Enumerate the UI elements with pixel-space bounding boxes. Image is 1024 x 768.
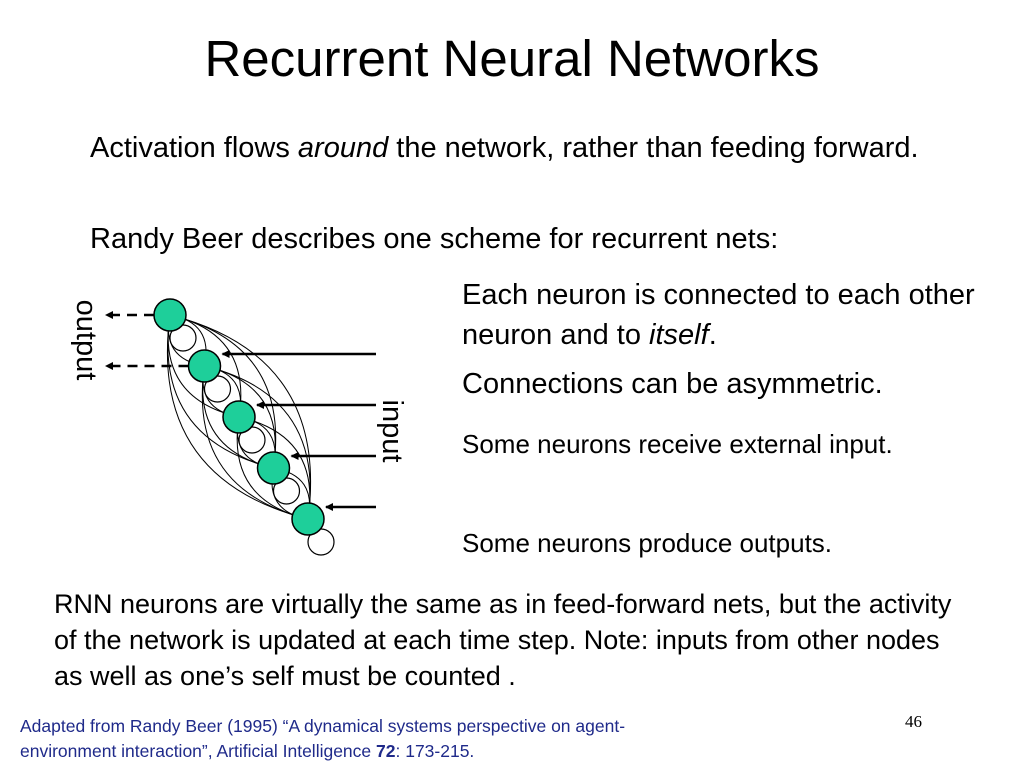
neurons (153, 298, 325, 536)
page-number: 46 (905, 712, 922, 731)
connection-arc (166, 314, 309, 520)
intro-paragraph: Activation flows around the network, rat… (90, 128, 970, 168)
recurrent-connections (166, 314, 312, 520)
neuron-node (291, 502, 325, 536)
intro-emphasis: around (297, 132, 389, 164)
neuron-node (222, 400, 256, 434)
output-arrows (105, 311, 189, 370)
rnn-diagram (105, 298, 376, 556)
point-external-input: Some neurons receive external input. (462, 429, 893, 459)
input-arrows (221, 350, 376, 511)
input-label: input (376, 399, 408, 463)
citation-text: Adapted from Randy Beer (1995) “A dynami… (20, 716, 626, 761)
itself-emphasis: itself (649, 319, 709, 351)
point-full-connectivity-text: Each neuron is connected to each other n… (462, 279, 975, 351)
connection-arc (204, 365, 311, 520)
citation-pages: : 173-215. (395, 741, 475, 761)
neuron-node (256, 451, 291, 485)
neuron-node (187, 349, 222, 383)
intro-text-end: the network, rather than feeding forward… (388, 132, 919, 164)
output-label: output (70, 299, 102, 381)
citation-footer: Adapted from Randy Beer (1995) “A dynami… (20, 714, 720, 764)
point-full-connectivity: Each neuron is connected to each other n… (462, 275, 982, 355)
self-connections (169, 324, 335, 556)
intro-scheme-line: Randy Beer describes one scheme for recu… (90, 223, 779, 255)
point-asymmetric: Connections can be asymmetric. (462, 368, 883, 400)
slide-title: Recurrent Neural Networks (204, 30, 820, 87)
point-full-connectivity-end: . (708, 319, 717, 351)
intro-text-start: Activation flows (90, 132, 298, 164)
connection-arc (169, 314, 312, 520)
citation-volume: 72 (376, 741, 396, 761)
connection-arc (201, 365, 309, 520)
neuron-node (153, 298, 187, 332)
rnn-note: RNN neurons are virtually the same as in… (54, 589, 952, 691)
point-outputs: Some neurons produce outputs. (462, 528, 833, 558)
